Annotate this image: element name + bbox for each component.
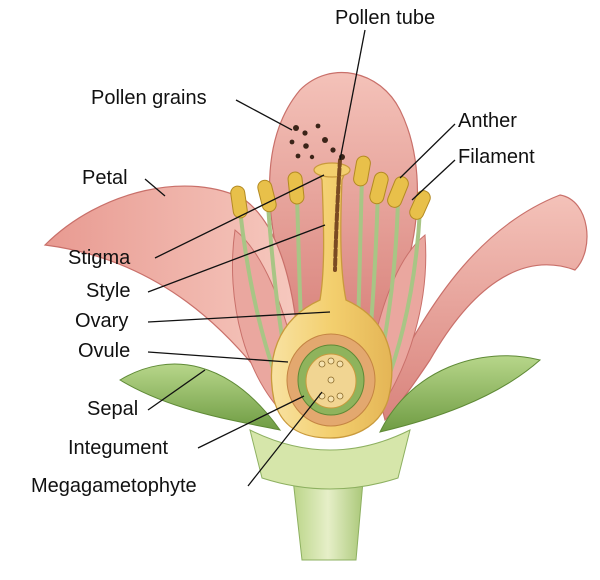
pollen-tube [333,158,342,272]
stigma [313,162,351,178]
label-sepal: Sepal [87,398,138,420]
label-style: Style [86,280,130,302]
label-petal: Petal [82,167,128,189]
label-pollen-tube: Pollen tube [335,7,435,29]
label-anther: Anther [458,110,517,132]
sepal-left [119,363,282,431]
label-ovule: Ovule [78,340,130,362]
label-integument: Integument [68,437,169,459]
sepal-right [379,355,542,433]
leader-lines [144,29,456,487]
megagametophyte [318,357,344,403]
back-petal [269,72,419,331]
label-pollen-grains: Pollen grains [91,87,207,109]
receptacle [249,429,411,490]
petal-right [379,194,588,422]
label-stigma: Stigma [68,247,131,269]
label-megagametophyte: Megagametophyte [31,475,197,497]
anthers [230,155,431,220]
label-ovary: Ovary [75,310,128,332]
label-filament: Filament [458,146,535,168]
